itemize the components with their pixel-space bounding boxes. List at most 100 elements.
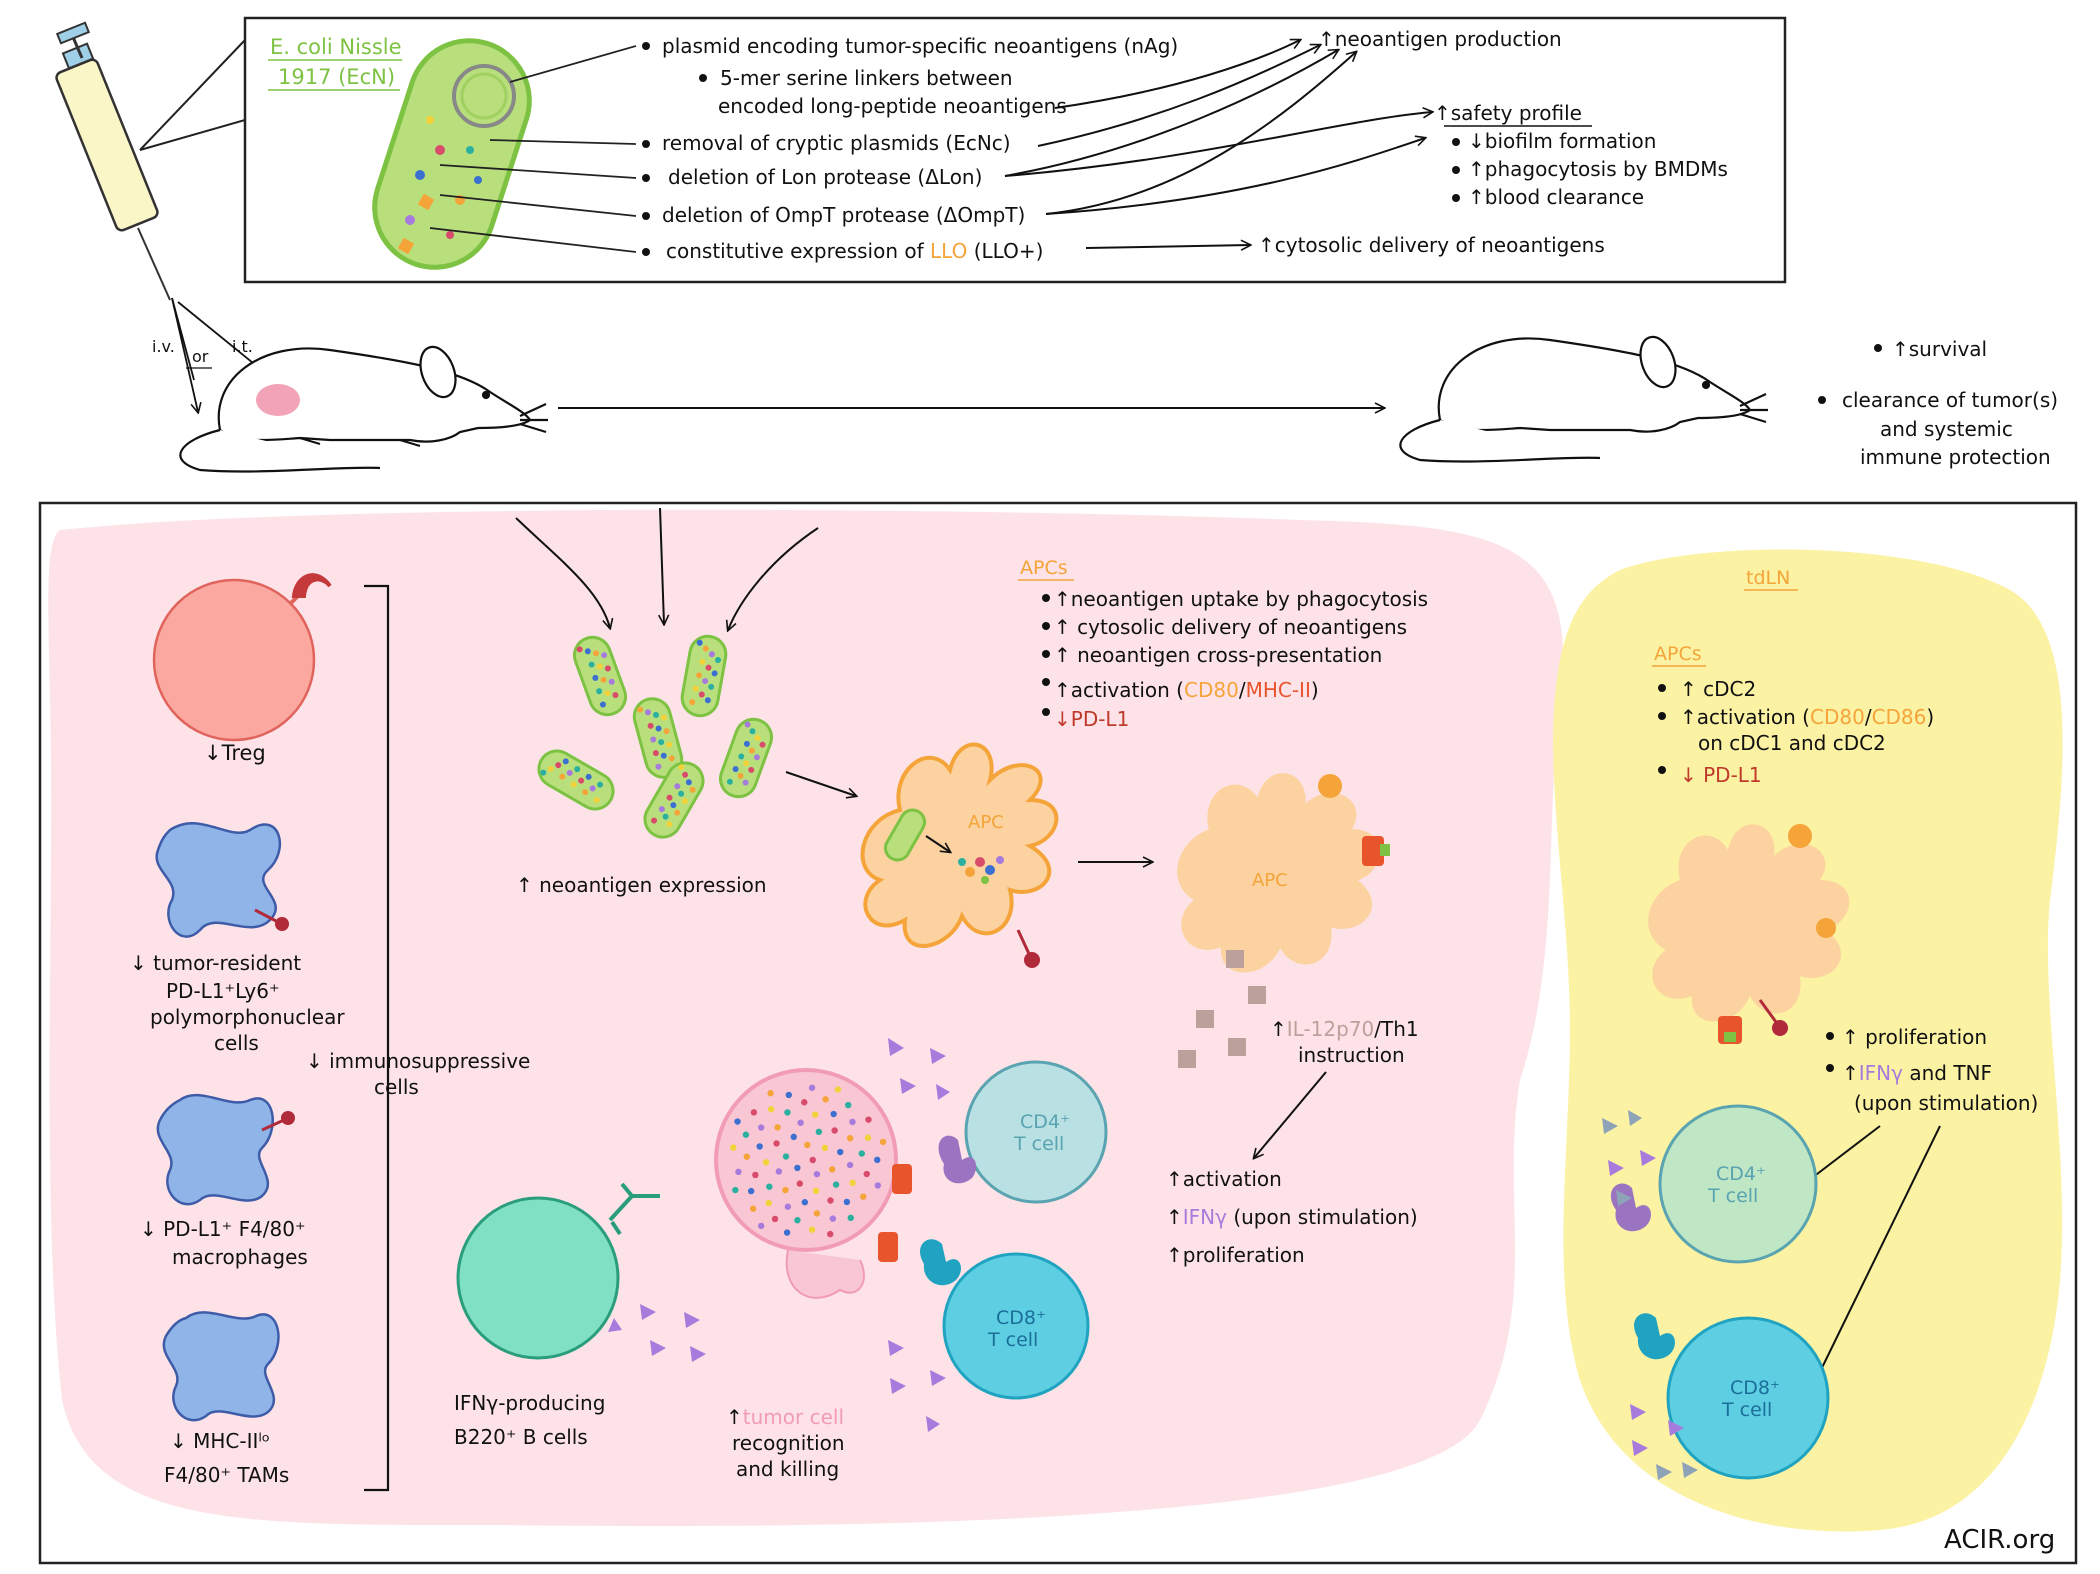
tdln-cd8-label: CD8⁺ bbox=[1730, 1377, 1780, 1399]
route-it: i.t. bbox=[232, 337, 253, 356]
apc-cytosolic: ↑ cytosolic delivery of neoantigens bbox=[1054, 615, 1407, 639]
killing-label-1: ↑tumor cell bbox=[726, 1405, 844, 1429]
footer-acir: ACIR.org bbox=[1944, 1525, 2055, 1555]
bcell-label-2: B220⁺ B cells bbox=[454, 1425, 588, 1449]
tdln-ifng: ↑IFNγ and TNF bbox=[1842, 1061, 1992, 1085]
macrophage-cell-icon bbox=[156, 1093, 295, 1206]
bacterium-icon bbox=[643, 761, 705, 839]
b-cell bbox=[456, 1182, 660, 1360]
apc-label-1: APC bbox=[968, 812, 1004, 833]
apc-activation: ↑activation (CD80/MHC-II) bbox=[1054, 678, 1319, 702]
tdln-activation: ↑activation (CD80/CD86) bbox=[1680, 705, 1934, 729]
mouse-cured-icon bbox=[1399, 335, 1768, 463]
label-mac-1: ↓ PD-L1⁺ F4/80⁺ bbox=[140, 1217, 306, 1241]
bacterium-icon bbox=[680, 634, 728, 718]
ifng-triangles bbox=[608, 1038, 950, 1432]
bacterium-icon bbox=[718, 717, 774, 799]
tdln-title: tdLN bbox=[1746, 567, 1790, 589]
tdln-cd8-tcell bbox=[1634, 1313, 1830, 1480]
tcell-proliferation: ↑proliferation bbox=[1166, 1243, 1305, 1267]
route-iv: i.v. bbox=[152, 337, 175, 356]
label-tam-1: ↓ MHC-IIˡᵒ bbox=[170, 1429, 270, 1453]
mouse-treated-icon bbox=[179, 345, 548, 473]
tdln-cd8-tcell-label: T cell bbox=[1721, 1399, 1772, 1421]
bcell-label-1: IFNγ-producing bbox=[454, 1391, 605, 1415]
apc-pdl1: ↓PD-L1 bbox=[1054, 707, 1129, 731]
bullet-cryptic: removal of cryptic plasmids (EcNc) bbox=[662, 131, 1011, 155]
tdln-cytokine-triangles bbox=[1602, 1110, 1698, 1480]
cd4-label: CD4⁺ bbox=[1020, 1111, 1070, 1133]
label-pmn-2: PD-L1⁺Ly6⁺ bbox=[166, 979, 280, 1003]
tdln-cd4-tcell bbox=[1610, 1104, 1818, 1264]
bullet-plasmid: plasmid encoding tumor-specific neoantig… bbox=[662, 34, 1178, 58]
outcome-clearance-2: and systemic bbox=[1880, 417, 2013, 441]
cd8-tcell-label: T cell bbox=[987, 1329, 1038, 1351]
label-immunosuppressive-1: ↓ immunosuppressive bbox=[306, 1049, 530, 1073]
label-pmn-4: cells bbox=[214, 1031, 259, 1055]
tam-cell-icon bbox=[162, 1311, 280, 1422]
tdln-proliferation: ↑ proliferation bbox=[1842, 1025, 1987, 1049]
apc-phagocytosing-cell bbox=[860, 742, 1059, 968]
pmn-cell-icon bbox=[155, 822, 289, 938]
apc-cross-presentation: ↑ neoantigen cross-presentation bbox=[1054, 643, 1382, 667]
killing-label-3: and killing bbox=[736, 1457, 839, 1481]
bullet-linkers-1: 5-mer serine linkers between bbox=[720, 66, 1013, 90]
il12-cytokines bbox=[1178, 950, 1266, 1068]
outcome-clearance-3: immune protection bbox=[1860, 445, 2051, 469]
bullet-linkers-2: encoded long-peptide neoantigens bbox=[718, 94, 1067, 118]
tumor-region-bg bbox=[48, 509, 1563, 1527]
apc-uptake: ↑neoantigen uptake by phagocytosis bbox=[1054, 587, 1428, 611]
tdln-region-bg bbox=[1553, 549, 2063, 1532]
il12-label: ↑IL-12p70/Th1 bbox=[1270, 1017, 1419, 1041]
ecn-name-line1: E. coli Nissle bbox=[270, 35, 402, 59]
outcome-survival: ↑survival bbox=[1892, 337, 1987, 361]
instruction-label: instruction bbox=[1298, 1043, 1405, 1067]
bullet-lon: deletion of Lon protease (ΔLon) bbox=[668, 165, 982, 189]
cd8-label: CD8⁺ bbox=[996, 1307, 1046, 1329]
outcome-safety-profile: ↑safety profile bbox=[1434, 101, 1582, 125]
bullet-llo: constitutive expression of LLO (LLO+) bbox=[666, 239, 1043, 263]
bacterium-icon bbox=[537, 749, 615, 811]
callout-lines bbox=[139, 40, 246, 151]
outcome-neoantigen-production: ↑neoantigen production bbox=[1318, 27, 1562, 51]
tdln-cdc2: ↑ cDC2 bbox=[1680, 677, 1756, 701]
cd4-tcell bbox=[938, 1060, 1108, 1204]
outcome-cytosolic-delivery: ↑cytosolic delivery of neoantigens bbox=[1258, 233, 1605, 257]
label-treg: ↓Treg bbox=[204, 741, 266, 765]
bacteria-cluster bbox=[537, 634, 774, 839]
apc-label-2: APC bbox=[1252, 870, 1288, 891]
immunosuppressive-bracket bbox=[364, 584, 390, 1492]
incoming-arrows bbox=[515, 507, 819, 630]
bullet-ompt: deletion of OmpT protease (ΔOmpT) bbox=[662, 203, 1025, 227]
label-tam-2: F4/80⁺ TAMs bbox=[164, 1463, 289, 1487]
bacterium-icon bbox=[572, 635, 628, 717]
syringe-icon bbox=[55, 21, 171, 301]
treg-cell bbox=[152, 573, 332, 742]
cd4-tcell-label: T cell bbox=[1013, 1133, 1064, 1155]
tdln-activation-2: on cDC1 and cDC2 bbox=[1698, 731, 1886, 755]
safety-biofilm: ↓biofilm formation bbox=[1468, 129, 1656, 153]
label-neoantigen-expression: ↑ neoantigen expression bbox=[516, 873, 767, 897]
tdln-pdl1: ↓ PD-L1 bbox=[1680, 763, 1762, 787]
killing-label-2: recognition bbox=[732, 1431, 845, 1455]
tdln-apc-cell bbox=[1648, 824, 1850, 1044]
safety-clearance: ↑blood clearance bbox=[1468, 185, 1644, 209]
tumor-cell bbox=[714, 1068, 912, 1299]
label-pmn-1: ↓ tumor-resident bbox=[130, 951, 301, 975]
tcell-ifng: ↑IFNγ (upon stimulation) bbox=[1166, 1205, 1418, 1229]
outcome-clearance-1: clearance of tumor(s) bbox=[1842, 388, 2058, 412]
apcs-title: APCs bbox=[1020, 557, 1068, 579]
label-immunosuppressive-2: cells bbox=[374, 1075, 419, 1099]
label-pmn-3: polymorphonuclear bbox=[150, 1005, 345, 1029]
tumor-icon bbox=[256, 384, 300, 416]
route-or: or bbox=[192, 347, 209, 366]
cd8-tcell bbox=[920, 1239, 1090, 1400]
ecn-name-line2: 1917 (EcN) bbox=[278, 65, 395, 89]
label-mac-2: macrophages bbox=[172, 1245, 308, 1269]
leader-lines bbox=[429, 45, 637, 253]
apc-activated-cell bbox=[1177, 773, 1390, 973]
safety-phagocytosis: ↑phagocytosis by BMDMs bbox=[1468, 157, 1728, 181]
tdln-cd4-tcell-label: T cell bbox=[1707, 1185, 1758, 1207]
tdln-apcs: APCs bbox=[1654, 643, 1702, 665]
tdln-cd4-label: CD4⁺ bbox=[1716, 1163, 1766, 1185]
